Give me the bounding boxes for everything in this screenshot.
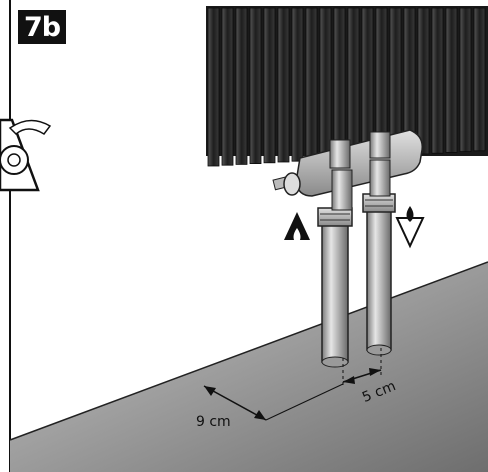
dimension-floor-distance <box>203 348 382 421</box>
installation-warning-triangle-icon <box>0 118 52 192</box>
pipe-right <box>362 159 396 356</box>
radiator-fin <box>249 7 262 165</box>
radiator-fin <box>291 7 304 162</box>
radiator-fin <box>305 7 318 161</box>
radiator-fin <box>277 7 290 163</box>
radiator-fin <box>221 7 234 166</box>
radiator-fin <box>333 7 346 160</box>
floor <box>9 261 488 472</box>
radiator-fin <box>459 7 472 153</box>
radiator-fin <box>207 7 220 167</box>
radiator-fin <box>473 7 486 152</box>
radiator-fin <box>445 7 458 153</box>
return-arrow-icon <box>395 206 425 249</box>
pipe-left <box>317 169 353 368</box>
radiator-fin <box>431 7 444 154</box>
valve-manifold <box>272 129 423 197</box>
radiator-fin <box>235 7 248 165</box>
flow-arrow-icon <box>284 212 310 244</box>
step-badge: 7b <box>18 10 66 44</box>
radiator <box>206 6 488 167</box>
dimension-pipe-spacing <box>342 368 382 384</box>
radiator-fin <box>347 7 360 159</box>
radiator-fin <box>417 7 430 155</box>
floor-distance-label: 9 cm <box>196 414 231 430</box>
radiator-fin <box>319 7 332 161</box>
radiator-fin <box>263 7 276 164</box>
